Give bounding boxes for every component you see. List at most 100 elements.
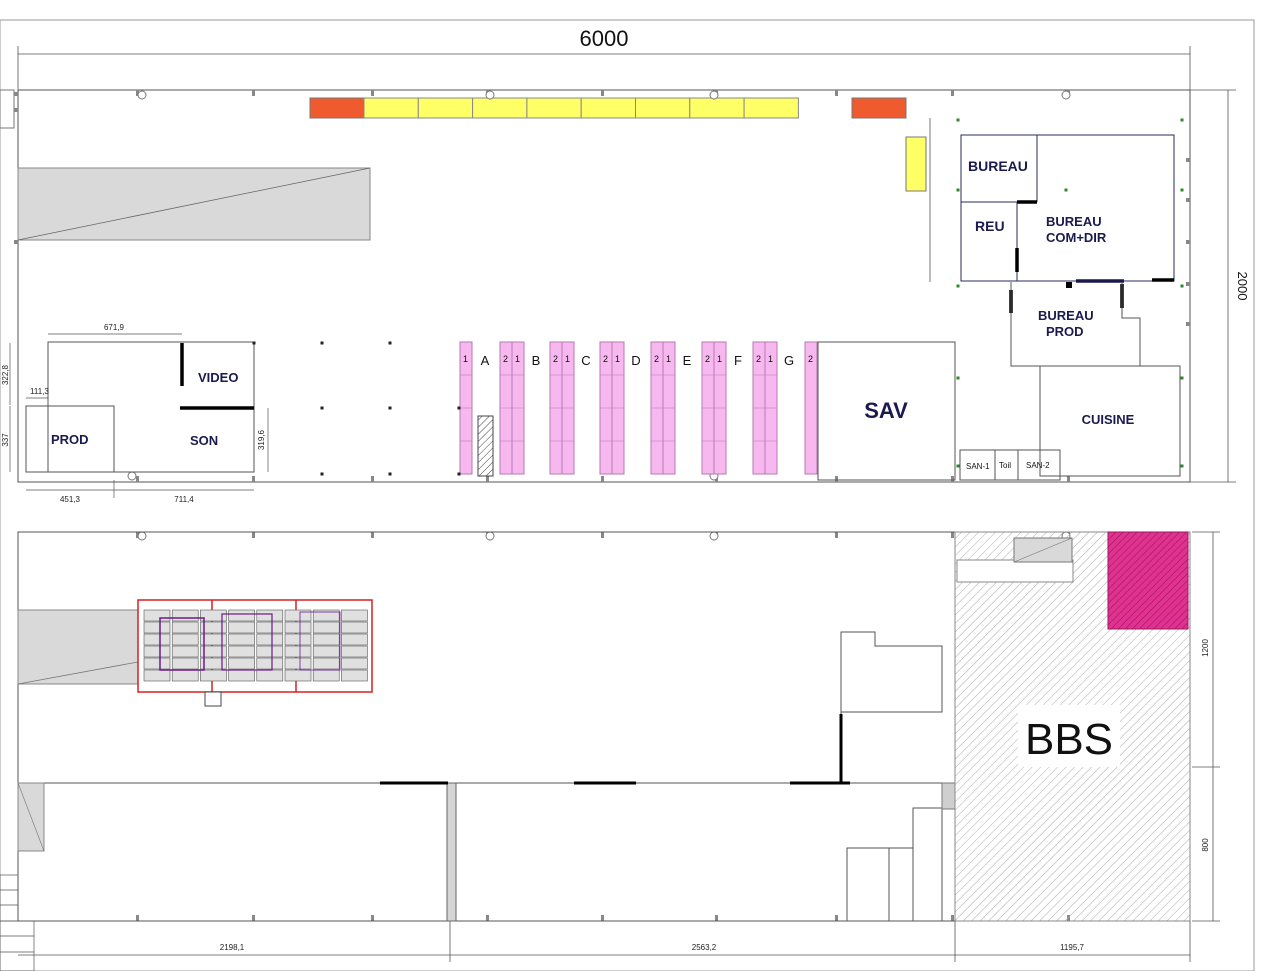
stair-steps-lower xyxy=(846,807,943,922)
column-tick xyxy=(951,532,954,538)
rack-number: 1 xyxy=(615,354,620,364)
left-edge-grid xyxy=(0,874,35,971)
dot xyxy=(388,341,392,345)
pallet-cell xyxy=(341,657,368,670)
room-sav: SAV xyxy=(864,398,908,423)
pallet-cell xyxy=(312,621,340,634)
green-dot xyxy=(956,188,960,192)
lower-column-strip xyxy=(446,782,457,922)
dot xyxy=(457,472,461,476)
pallet-cell xyxy=(171,633,199,646)
rack-number: 2 xyxy=(654,354,659,364)
dim-1200: 1200 xyxy=(1201,639,1210,657)
top-dimension-label: 6000 xyxy=(580,26,629,51)
green-dot xyxy=(1180,118,1184,122)
column-tick xyxy=(136,915,139,921)
column-tick xyxy=(136,476,139,482)
red-shelf-left xyxy=(309,97,365,119)
side-dimension-label: 2000 xyxy=(1235,272,1250,301)
rack-number: 2 xyxy=(503,354,508,364)
rack-number: 2 xyxy=(756,354,761,364)
top-shelving-strip xyxy=(309,97,799,119)
red-shelf-right xyxy=(851,97,907,119)
pallet-cell xyxy=(256,657,284,670)
pallet-cell xyxy=(341,621,368,634)
lower-walls-thick xyxy=(380,714,850,785)
aisle-label: A xyxy=(481,353,490,368)
pallet-cell xyxy=(143,621,171,634)
lower-gray-zone xyxy=(17,609,139,685)
rack-number: 1 xyxy=(565,354,570,364)
pallet-cell xyxy=(312,657,340,670)
pallet-cell xyxy=(284,669,312,682)
pallet-cell xyxy=(143,633,171,646)
column-tick xyxy=(371,476,374,482)
column-tick xyxy=(835,915,838,921)
column-tick xyxy=(601,90,604,96)
pallet-cell xyxy=(143,657,171,670)
lower-right-dimensions xyxy=(1192,531,1220,922)
pallet-cell xyxy=(341,633,368,646)
green-dot xyxy=(1064,188,1068,192)
column-tick xyxy=(371,532,374,538)
pallet-cell xyxy=(341,669,368,682)
pallet-cell xyxy=(228,621,255,634)
column-tick xyxy=(371,90,374,96)
room-reu: REU xyxy=(975,218,1005,234)
pallet-cell xyxy=(228,645,255,658)
rack-number: 1 xyxy=(515,354,520,364)
pallet-cell xyxy=(228,609,255,622)
pallet-cell xyxy=(228,657,255,670)
pallet-cell xyxy=(341,609,368,622)
pallet-cell xyxy=(143,609,171,622)
aisle-label: G xyxy=(784,353,794,368)
left-edge-box xyxy=(0,89,15,129)
stair-steps-upper xyxy=(840,631,943,714)
column-tick xyxy=(951,915,954,921)
column-tick xyxy=(601,532,604,538)
pallet-cell xyxy=(312,633,340,646)
pallet-step xyxy=(204,691,222,707)
column-tick xyxy=(1067,476,1070,482)
pallet-cell xyxy=(143,645,171,658)
pallet-cell xyxy=(200,657,227,670)
sanitary-block xyxy=(959,449,1061,481)
pallet-cell xyxy=(256,669,284,682)
bureau-prod-outline xyxy=(1010,282,1141,367)
rack-number: 1 xyxy=(463,354,468,364)
green-dot xyxy=(956,284,960,288)
aisle-label: D xyxy=(631,353,640,368)
room-cuisine: CUISINE xyxy=(1082,412,1135,427)
office-block xyxy=(929,118,1175,282)
dim-1195-7: 1195,7 xyxy=(1060,943,1084,952)
rack-number: 2 xyxy=(603,354,608,364)
pallet-racking xyxy=(137,599,373,707)
rack-number: 2 xyxy=(705,354,710,364)
dot xyxy=(252,341,256,345)
pallet-cell xyxy=(200,621,227,634)
pallet-cell xyxy=(256,621,284,634)
column-tick xyxy=(136,532,139,538)
top-dimension-line xyxy=(17,46,1191,90)
pallet-cell xyxy=(284,609,312,622)
column-tick xyxy=(371,915,374,921)
dim-711-4: 711,4 xyxy=(174,495,194,504)
dot xyxy=(388,406,392,410)
column-tick xyxy=(252,90,255,96)
pallet-cell xyxy=(200,633,227,646)
column-circle xyxy=(137,90,147,100)
pallet-cell xyxy=(171,609,199,622)
yellow-shelf xyxy=(635,97,691,119)
rack-number: 1 xyxy=(768,354,773,364)
green-dot xyxy=(956,464,960,468)
dim-111-3: 111,3 xyxy=(30,387,49,396)
pallet-cell xyxy=(284,633,312,646)
dot xyxy=(388,472,392,476)
dim-451-3: 451,3 xyxy=(60,495,81,504)
cuisine-outline xyxy=(1039,365,1181,477)
dot xyxy=(320,341,324,345)
pallet-cell xyxy=(171,621,199,634)
column-tick xyxy=(715,915,718,921)
column-tick xyxy=(252,915,255,921)
bottom-dimensions xyxy=(18,921,1191,962)
